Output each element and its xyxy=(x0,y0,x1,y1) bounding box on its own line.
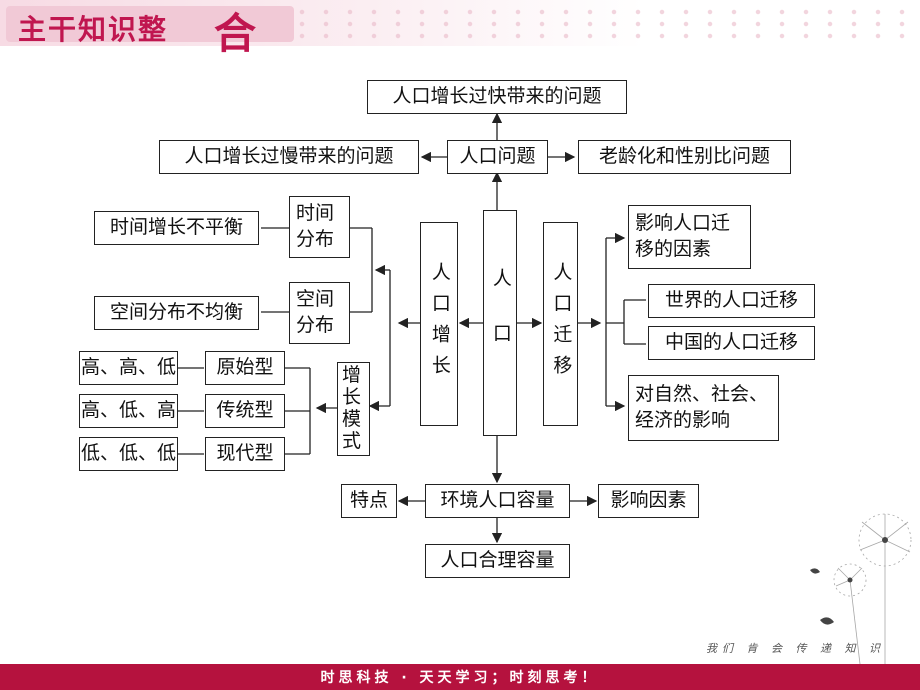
header-title-box xyxy=(6,6,294,42)
node-capacity: 环境人口容量 xyxy=(425,484,570,518)
node-top-problem: 人口增长过快带来的问题 xyxy=(367,80,627,114)
node-migration-factors: 影响人口迁移的因素 xyxy=(628,205,751,269)
node-world-migration: 世界的人口迁移 xyxy=(648,284,815,318)
header-title: 主干知识整 xyxy=(18,13,169,46)
node-space-distribution: 空间分布 xyxy=(289,282,350,344)
node-mode1: 原始型 xyxy=(205,351,285,385)
node-population-growth: 人口增长 xyxy=(420,222,458,426)
node-slow-problem: 人口增长过慢带来的问题 xyxy=(159,140,419,174)
node-mode2: 传统型 xyxy=(205,394,285,428)
node-features: 特点 xyxy=(341,484,397,518)
node-mode2-value: 高、低、高 xyxy=(79,394,178,428)
node-space-imbalance: 空间分布不均衡 xyxy=(94,296,259,330)
header-title-big: 合 xyxy=(214,9,257,58)
node-reasonable-capacity: 人口合理容量 xyxy=(425,544,570,578)
node-influences: 影响因素 xyxy=(598,484,699,518)
node-mode3-value: 低、低、低 xyxy=(79,437,178,471)
node-migration: 人口迁移 xyxy=(543,222,578,426)
node-time-imbalance: 时间增长不平衡 xyxy=(94,211,259,245)
footer-slogan: 我们 肯 会 传 递 知 识 xyxy=(706,642,885,655)
node-china-migration: 中国的人口迁移 xyxy=(648,326,815,360)
node-population: 人口 xyxy=(483,210,517,436)
header-dot-pattern xyxy=(290,6,920,42)
node-time-distribution: 时间分布 xyxy=(289,196,350,258)
node-aging-problem: 老龄化和性别比问题 xyxy=(578,140,791,174)
dandelion-illustration xyxy=(810,513,912,664)
node-mode1-value: 高、高、低 xyxy=(79,351,178,385)
node-growth-mode: 增长模式 xyxy=(337,362,370,456)
footer-band: 时思科技 · 天天学习；时刻思考！ xyxy=(0,664,920,690)
node-impact: 对自然、社会、经济的影响 xyxy=(628,375,779,441)
node-mode3: 现代型 xyxy=(205,437,285,471)
node-center-problem: 人口问题 xyxy=(447,140,548,174)
